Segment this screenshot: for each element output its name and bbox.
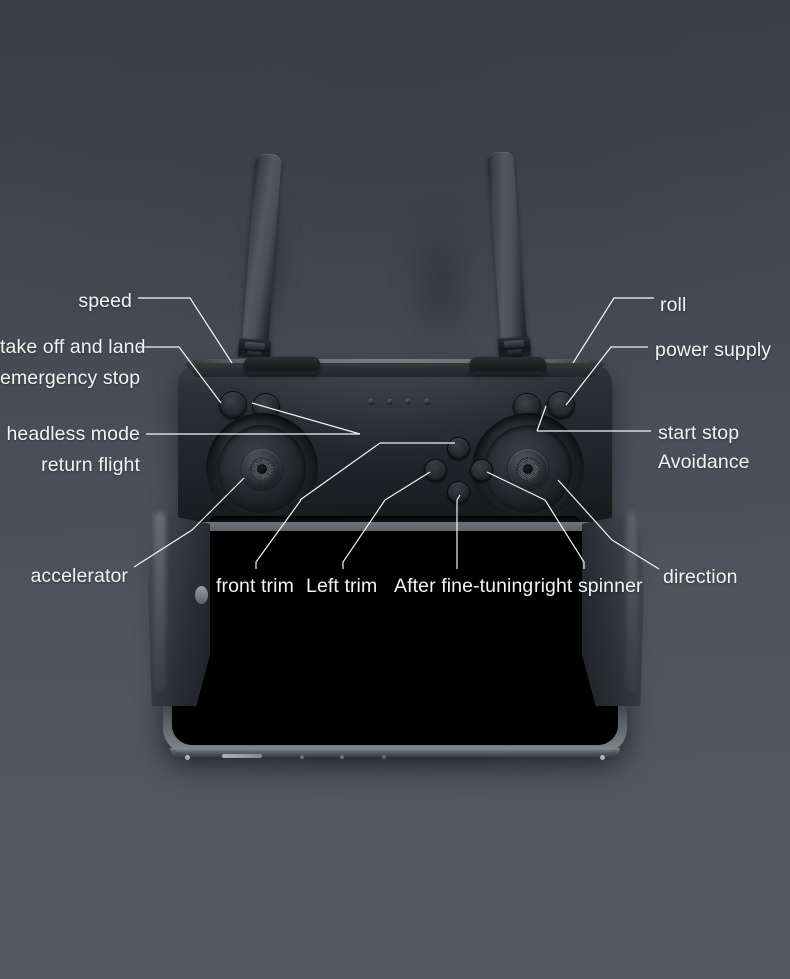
label-after-fine-tuning: After fine-tuning bbox=[394, 575, 534, 597]
leader-roll bbox=[572, 297, 654, 364]
label-speed: speed bbox=[78, 290, 132, 312]
phone-port-dot bbox=[300, 755, 304, 759]
label-left-trim: Left trim bbox=[306, 575, 378, 597]
phone-port-dot bbox=[340, 755, 344, 759]
antenna-mount-left bbox=[244, 357, 320, 374]
phone-screen[interactable] bbox=[172, 531, 618, 745]
led-indicator bbox=[423, 399, 430, 405]
right-spinner-button[interactable] bbox=[470, 459, 493, 482]
antenna-hinge[interactable] bbox=[497, 336, 532, 359]
front-trim-button[interactable] bbox=[447, 437, 470, 460]
phone-clamp-left-highlight bbox=[154, 512, 166, 692]
led-indicator bbox=[368, 399, 374, 405]
speed-button[interactable] bbox=[219, 391, 247, 419]
label-avoidance: Avoidance bbox=[658, 451, 750, 473]
phone-clamp-right-highlight bbox=[626, 512, 637, 692]
label-return-flight: return flight bbox=[41, 454, 140, 476]
label-start-stop: start stop bbox=[658, 422, 740, 444]
label-emergency-stop: emergency stop bbox=[0, 367, 141, 389]
label-direction: direction bbox=[663, 566, 738, 588]
controller-top-highlight bbox=[194, 359, 596, 363]
phone-bottom-edge bbox=[170, 748, 620, 757]
joystick-center-hole bbox=[257, 464, 267, 474]
controller-body bbox=[178, 357, 612, 540]
after-fine-tuning-button[interactable] bbox=[447, 481, 470, 504]
label-roll: roll bbox=[660, 294, 687, 316]
leader-speed bbox=[138, 297, 233, 364]
left-joystick[interactable] bbox=[206, 413, 318, 525]
led-indicator bbox=[386, 399, 393, 405]
label-right-spinner: right spinner bbox=[534, 575, 643, 597]
mounted-phone bbox=[163, 522, 627, 754]
phone-speaker-grille bbox=[222, 754, 262, 758]
antenna-rod bbox=[242, 153, 282, 345]
antenna-mount-right bbox=[470, 357, 546, 374]
joystick-center-hole bbox=[523, 464, 533, 474]
label-take-off-and-land: take off and land bbox=[0, 336, 146, 358]
led-indicator bbox=[405, 399, 412, 405]
left-trim-button[interactable] bbox=[424, 459, 447, 482]
phone-clamp-left-pad bbox=[195, 586, 208, 604]
phone-port-dot bbox=[382, 755, 386, 759]
led-indicator-row bbox=[368, 398, 430, 406]
power-supply-button[interactable] bbox=[547, 391, 575, 419]
phone-corner-dot bbox=[600, 755, 605, 760]
label-headless-mode: headless mode bbox=[6, 423, 140, 445]
label-front-trim: front trim bbox=[216, 575, 294, 597]
antenna-rod bbox=[487, 151, 527, 343]
label-power-supply: power supply bbox=[655, 339, 772, 361]
phone-corner-dot bbox=[185, 755, 190, 760]
label-accelerator: accelerator bbox=[30, 565, 128, 587]
